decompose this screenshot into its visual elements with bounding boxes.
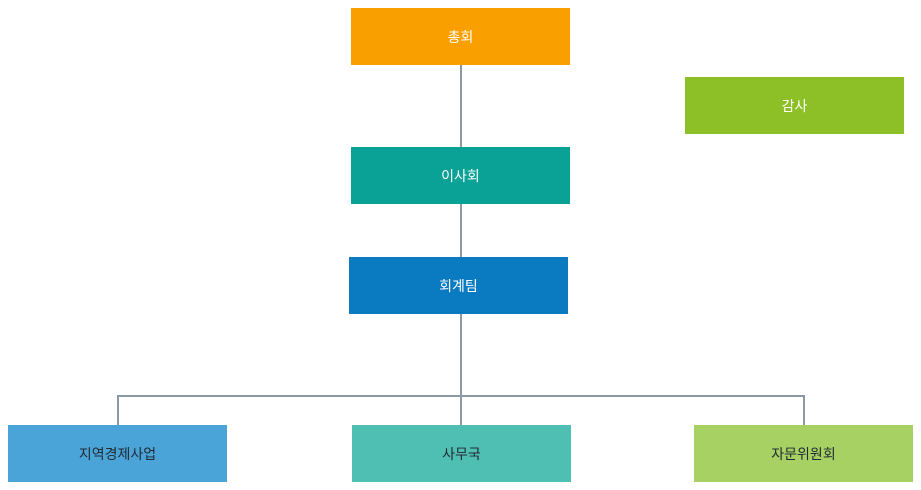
connector-accounting-trunk [460, 314, 462, 396]
node-board-label: 이사회 [441, 168, 480, 185]
node-general-assembly-label: 총회 [447, 29, 474, 46]
connector-board-accounting [460, 204, 462, 257]
node-advisory-committee: 자문위원회 [694, 425, 913, 482]
node-regional-business-label: 지역경제사업 [78, 446, 157, 463]
node-accounting-team-label: 회계팀 [439, 278, 478, 295]
node-secretariat: 사무국 [352, 425, 571, 482]
node-accounting-team: 회계팀 [349, 257, 568, 314]
node-audit: 감사 [685, 77, 904, 134]
connector-branch-middle [460, 395, 462, 425]
node-general-assembly: 총회 [351, 8, 570, 65]
node-regional-business: 지역경제사업 [8, 425, 227, 482]
node-board: 이사회 [351, 147, 570, 204]
node-advisory-committee-label: 자문위원회 [771, 446, 836, 463]
connector-branch-left [117, 395, 119, 425]
connector-assembly-board [460, 65, 462, 147]
node-secretariat-label: 사무국 [442, 446, 481, 463]
node-audit-label: 감사 [781, 98, 808, 115]
connector-branch-right [803, 395, 805, 425]
